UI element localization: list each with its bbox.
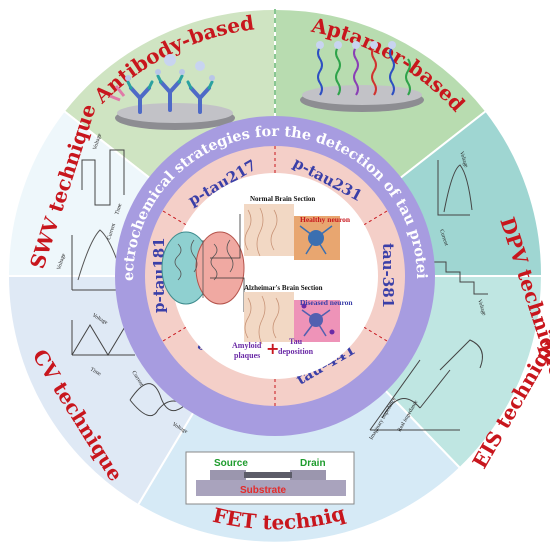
dpv-voltage2-label: Voltage: [476, 299, 487, 317]
diseased-neuron-label: Diseased neuron: [300, 298, 353, 307]
normal-brain-section: [244, 204, 340, 260]
dpv-current-label: Current: [438, 229, 449, 247]
normal-brain-title: Normal Brain Section: [250, 195, 315, 203]
plus-sign: +: [266, 339, 279, 358]
tau-deposition-line2: deposition: [278, 347, 314, 356]
tau-dividers: [162, 146, 388, 406]
swv-voltage2-label: Voltage: [56, 252, 67, 270]
fet-substrate-label: Substrate: [240, 485, 287, 496]
amyloid-label-line1: Amyloid: [232, 341, 262, 350]
cv-time-label: Time: [89, 367, 102, 378]
swv-current-label: Current: [106, 222, 117, 240]
tau-deposition-line1: Tau: [289, 337, 303, 346]
eis-sketch: [369, 339, 483, 431]
healthy-neuron-label: Healthy neuron: [300, 215, 351, 224]
antibody-illustration: [109, 54, 235, 130]
alzheimer-brain-title: Alzheimar's Brain Section: [244, 284, 323, 292]
swv-voltage-label: Voltage: [92, 132, 103, 150]
fet-drain-label: Drain: [300, 458, 326, 469]
alzheimer-brain-section: [244, 292, 340, 345]
fet-source-label: Source: [214, 458, 248, 469]
dpv-sketch: [429, 160, 488, 295]
aptamer-illustration: [300, 41, 424, 112]
brain-illustration: [161, 214, 251, 335]
fet-device: [185, 451, 355, 505]
swv-time-label: Time: [114, 202, 123, 215]
amyloid-label-line2: plaques: [234, 351, 260, 360]
dpv-voltage-label: Voltage: [458, 151, 469, 169]
tau-label-t381: tau-381: [379, 243, 397, 308]
